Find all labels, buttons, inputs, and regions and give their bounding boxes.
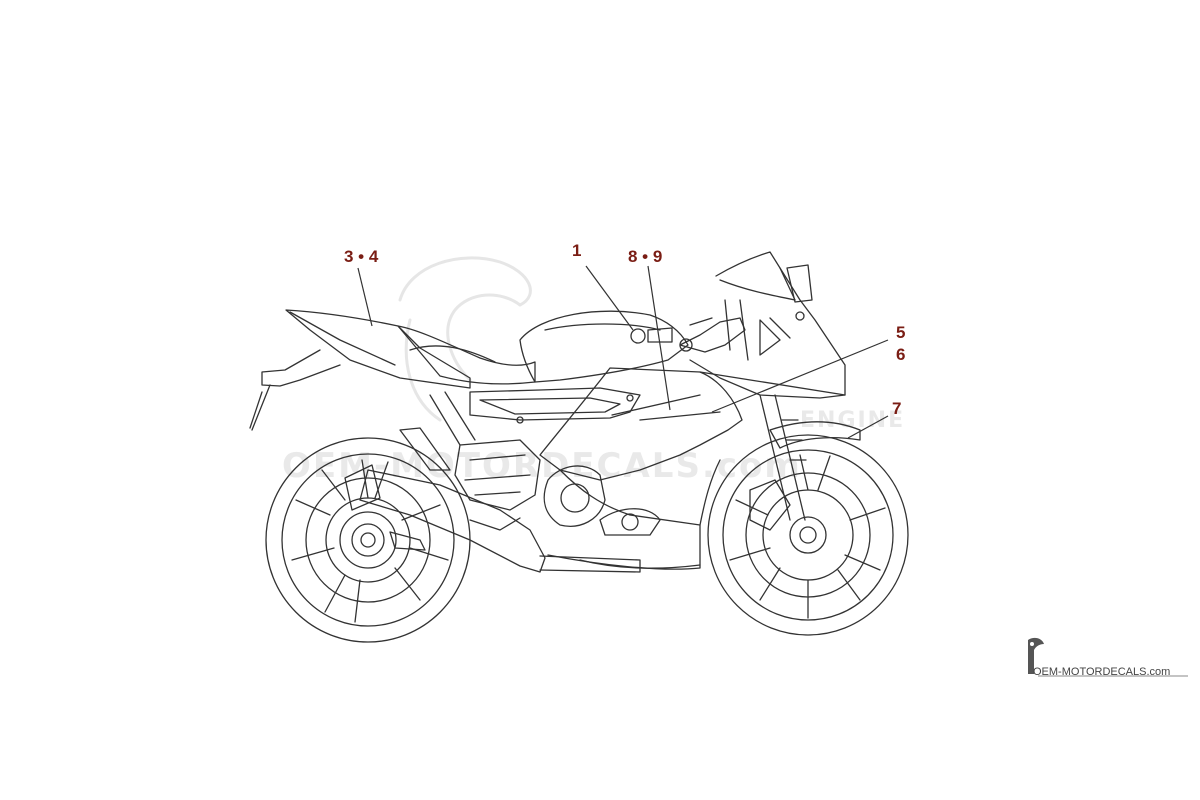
leader-line-34 [357, 267, 373, 327]
brand-logo [1028, 637, 1188, 677]
callout-6: 6 [896, 345, 906, 364]
leader-line-7 [847, 415, 889, 439]
front-fender [769, 421, 861, 449]
exhaust [344, 464, 641, 573]
toucan-icon [1028, 637, 1044, 674]
frame-panel [469, 387, 641, 424]
rear-wheel [265, 437, 471, 643]
callout-8-9: 8 • 9 [628, 247, 663, 266]
engine [454, 439, 606, 527]
callout-7: 7 [892, 399, 902, 418]
callout-3-4: 3 • 4 [344, 247, 379, 266]
front-fairing [689, 251, 846, 399]
leader-line-56 [711, 339, 889, 413]
brand-text: OEM-MOTORDECALS.com [1033, 666, 1171, 678]
fuel-tank [519, 310, 689, 383]
seat [397, 325, 536, 385]
rear-suspension [399, 391, 521, 531]
leader-line-89 [647, 265, 671, 411]
handlebar [679, 299, 749, 361]
tail-section [249, 309, 471, 431]
front-wheel [707, 434, 909, 636]
watermark-text: OEM-MOTORDECALS.com [282, 446, 802, 486]
callout-1: 1 [572, 241, 582, 260]
watermark-side-text: ENGINE [800, 408, 906, 433]
watermark-bird-icon [398, 256, 532, 422]
front-fork [749, 394, 807, 531]
callout-5: 5 [896, 323, 906, 342]
rear-disc [339, 511, 426, 569]
leader-line-1 [585, 265, 634, 331]
